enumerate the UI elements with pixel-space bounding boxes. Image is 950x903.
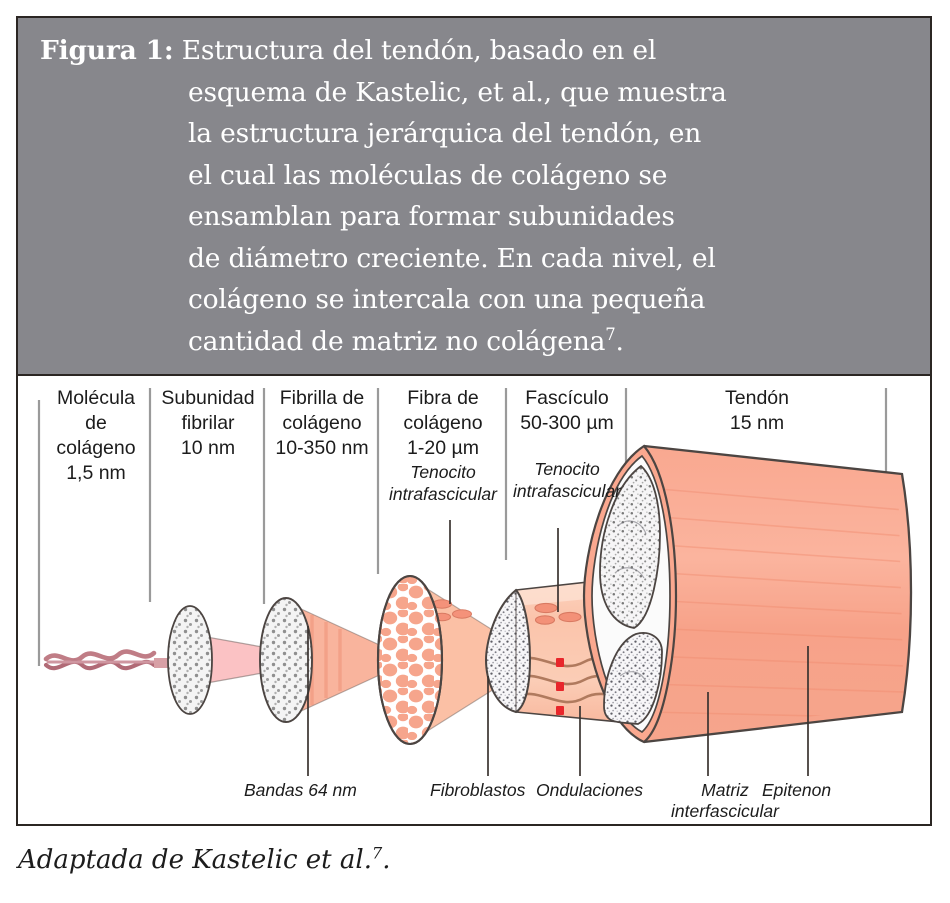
col3-line0: Fibra de [407, 387, 479, 409]
col4-line1: 50-300 µm [520, 412, 614, 434]
column-label-subunidad-fibrilar: Subunidad fibrilar 10 nm [156, 386, 260, 461]
column-label-molecula-de-colageno: Molécula de colágeno 1,5 nm [46, 386, 146, 486]
callout-matriz-interfascicular: Matriz interfascicular [650, 780, 800, 822]
col0-line3: 1,5 nm [66, 462, 126, 484]
col5-line0: Tendón [725, 387, 789, 409]
col0-line1: de [85, 412, 107, 434]
col3-line1: colágeno [403, 412, 483, 434]
col5-line1: 15 nm [729, 412, 785, 434]
figure-label: Figura 1: [40, 35, 174, 66]
callout-matriz-line2: interfascicular [671, 801, 779, 821]
caption-line-8-text: cantidad de matriz no colágena [188, 325, 606, 357]
col1-line1: fibrilar [181, 412, 235, 434]
caption-line-6: de diámetro creciente. En cada nivel, el [188, 242, 716, 274]
callout-fibroblastos: Fibroblastos [430, 780, 526, 800]
source-superscript: 7 [371, 843, 383, 863]
col2-line2: 10-350 nm [275, 437, 369, 459]
figure-caption-text: Figura 1: Estructura del tendón, basado … [40, 30, 902, 362]
col1-line2: 10 nm [180, 437, 236, 459]
callout-bandas: Bandas 64 nm [244, 780, 357, 800]
source-note-text: Adaptada de Kastelic et al. [18, 845, 372, 875]
callout-leader-lines [307, 626, 809, 776]
callout-matriz-line1: Matriz [701, 780, 749, 800]
callout-epitenon: Epitenon [762, 780, 832, 800]
source-attribution: Adaptada de Kastelic et al.7. [18, 845, 390, 875]
caption-superscript: 7 [605, 324, 616, 344]
col3-italic0: Tenocito [410, 462, 476, 482]
col0-line2: colágeno [56, 437, 136, 459]
col4-italic1: intrafascicular [513, 481, 621, 501]
col4-line0: Fascículo [525, 387, 609, 409]
tendon-body [582, 444, 913, 744]
column-label-fibra-de-colageno: Fibra de colágeno 1-20 µm Tenocito intra… [382, 386, 504, 505]
column-label-fasciculo: Fascículo 50-300 µm Tenocito intrafascic… [510, 386, 624, 502]
caption-end-period: . [615, 325, 624, 357]
column-label-fibrilla-de-colageno: Fibrilla de colágeno 10-350 nm [268, 386, 376, 461]
caption-line-7: colágeno se intercala con una pequeña [188, 284, 706, 315]
caption-line-1-text: Estructura del tendón, basado en el [181, 35, 657, 66]
fibra-de-colageno-cone [376, 574, 519, 746]
col1-line0: Subunidad [161, 387, 255, 409]
subunit-fibrilar-cone [167, 605, 269, 715]
col0-line0: Molécula [56, 387, 136, 409]
col2-line1: colágeno [282, 412, 362, 434]
collagen-molecule-helix [43, 649, 178, 671]
caption-line-1: Figura 1: Estructura del tendón, basado … [40, 30, 902, 72]
figure-frame: Figura 1: Estructura del tendón, basado … [16, 16, 932, 826]
col3-line2: 1-20 µm [407, 437, 479, 459]
caption-line-3: la estructura jerárquica del tendón, en [188, 118, 702, 149]
tendon-striations [647, 487, 904, 719]
column-label-tendon: Tendón 15 nm [684, 386, 830, 436]
tenocito-leader-lines [449, 520, 559, 612]
fibrilla-de-colageno-cone [259, 597, 387, 723]
tendon-illustration-svg [37, 388, 913, 776]
source-end-period: . [382, 845, 391, 875]
matriz-interfascicular-markers [556, 658, 564, 715]
caption-line-8: cantidad de matriz no colágena7. [40, 321, 902, 363]
col4-italic0: Tenocito [534, 459, 600, 479]
caption-line-2: esquema de Kastelic, et al., que muestra [188, 76, 727, 108]
figure-caption-band: Figura 1: Estructura del tendón, basado … [18, 18, 930, 376]
tenocito-intrafascicular-cells-fascicle [534, 602, 582, 625]
caption-line-5: ensamblan para formar subunidades [188, 201, 675, 232]
col2-line0: Fibrilla de [279, 387, 365, 409]
tendon-hierarchy-diagram: Molécula de colágeno 1,5 nm Subunidad fi… [18, 376, 930, 824]
column-separator-lines [37, 388, 888, 666]
caption-line-4: el cual las moléculas de colágeno se [188, 159, 668, 191]
col3-italic1: intrafascicular [389, 484, 497, 504]
callout-ondulaciones: Ondulaciones [536, 780, 644, 800]
